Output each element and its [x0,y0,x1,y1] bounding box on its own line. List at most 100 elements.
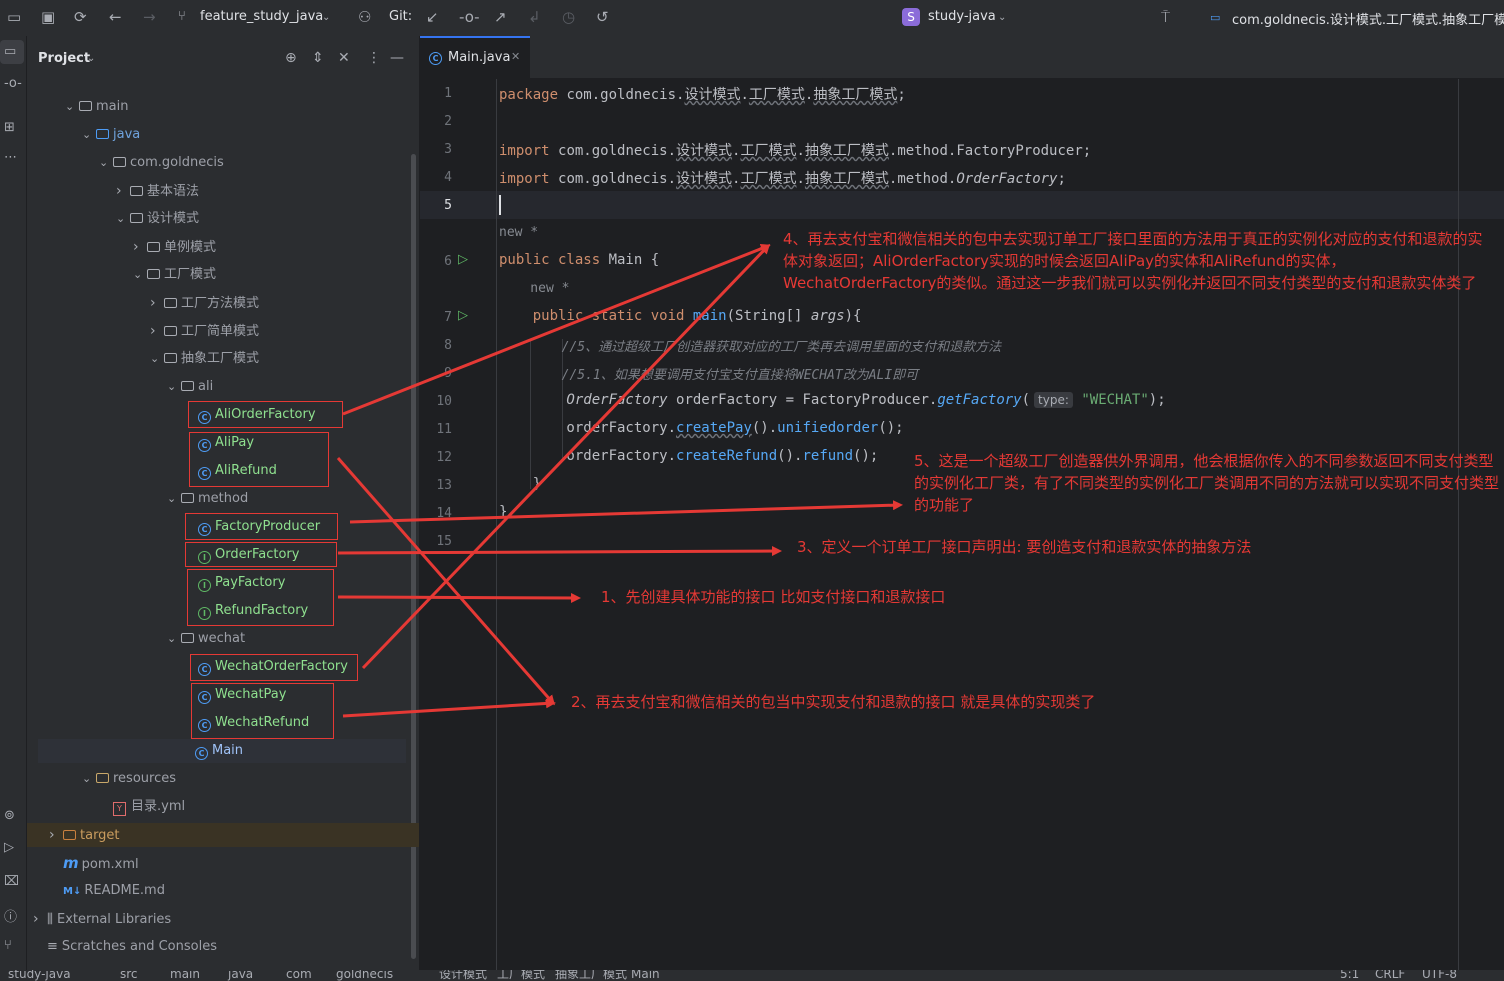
tree-item[interactable]: ⌄工厂模式 [133,263,216,287]
run-configuration[interactable]: com.goldnecis.设计模式.工厂模式.抽象工厂模 [1232,13,1504,28]
chevron-down-icon[interactable]: ⌄ [167,380,177,393]
locate-icon[interactable]: ⊕ [285,50,297,66]
structure-tool-icon[interactable]: ⊞ [4,120,15,135]
run-tool-icon[interactable]: ▷ [4,840,14,855]
tree-item[interactable]: ⌄java [82,123,140,147]
tree-item[interactable]: ›单例模式 [133,235,216,259]
tree-item[interactable]: M↓README.md [49,879,165,903]
chevron-right-icon[interactable]: › [33,911,39,927]
commit-tool-icon[interactable]: -o- [4,76,22,91]
update-icon[interactable]: ↙ [426,8,439,26]
tree-item[interactable]: ≡Scratches and Consoles [33,935,217,959]
branch-selector[interactable]: feature_study_java [200,9,324,24]
cursor-position[interactable]: 5:1 [1340,970,1360,981]
pull-icon[interactable]: ↲ [528,8,541,26]
chevron-down-icon[interactable]: ⌄ [82,772,92,785]
tree-item[interactable]: ⌄resources [82,767,176,791]
line-separator[interactable]: CRLF [1375,970,1406,981]
sync-icon[interactable]: ⟳ [74,8,87,26]
breadcrumb-item[interactable]: Main [631,970,660,981]
chevron-down-icon[interactable]: ⌄ [322,12,331,23]
chevron-down-icon[interactable]: ⌄ [116,212,126,225]
tree-item[interactable]: ⌄设计模式 [116,207,199,231]
run-gutter-icon[interactable]: ▷ [458,252,468,267]
close-icon[interactable]: ✕ [511,50,521,63]
chevron-down-icon[interactable]: ⌄ [133,268,143,281]
collapse-all-icon[interactable]: ✕ [338,50,350,66]
breadcrumb-item[interactable]: 设计模式 [439,970,488,981]
back-icon[interactable]: ← [109,8,122,26]
breadcrumb-item[interactable]: java [228,970,254,981]
chevron-right-icon[interactable]: › [150,295,156,311]
tab-main-java[interactable]: C Main.java ✕ [420,36,530,78]
chevron-down-icon[interactable]: ⌄ [65,100,75,113]
more-tools-icon[interactable]: ⋯ [4,150,17,165]
options-icon[interactable]: ⋮ [367,50,381,66]
breadcrumb-item[interactable]: 工厂模式 [497,970,546,981]
problems-icon[interactable]: ⓘ [4,910,18,925]
chevron-right-icon[interactable]: › [150,323,156,339]
services-icon[interactable]: ⊚ [4,808,15,823]
project-panel-title[interactable]: Project [38,51,91,66]
breadcrumb-item[interactable]: com [286,970,312,981]
run-gutter-icon[interactable]: ▷ [458,308,468,323]
rollback-icon[interactable]: ↺ [596,8,609,26]
chevron-right-icon[interactable]: › [49,827,55,843]
chevron-down-icon[interactable]: ⌄ [87,53,96,64]
chevron-down-icon[interactable]: ⌄ [167,632,177,645]
breadcrumb-item[interactable]: study-java [8,970,71,981]
tree-item[interactable]: ›工厂简单模式 [150,319,259,343]
tree-item[interactable]: ⌄com.goldnecis [99,151,224,175]
chevron-down-icon[interactable]: ⌄ [82,128,92,141]
commit-icon[interactable]: -o- [459,8,480,26]
add-user-icon[interactable]: ⚇ [358,8,372,26]
tree-item[interactable]: ⌄抽象工厂模式 [150,347,259,371]
git-tool-icon[interactable]: ⑂ [4,938,12,953]
tree-item[interactable]: ⌄wechat [167,627,245,651]
push-icon[interactable]: ↗ [494,8,507,26]
hide-icon[interactable]: — [390,50,404,66]
tree-item[interactable]: ›基本语法 [116,179,199,203]
chevron-down-icon[interactable]: ⌄ [167,492,177,505]
breadcrumb-item[interactable]: goldnecis [336,970,394,981]
tree-item[interactable]: ›⫼External Libraries [33,907,171,931]
chevron-right-icon[interactable]: › [133,239,139,255]
chevron-down-icon[interactable]: ⌄ [998,12,1007,23]
breadcrumb-item[interactable]: 抽象工厂模式 [555,970,628,981]
file-encoding[interactable]: UTF-8 [1422,970,1457,981]
package-icon [164,353,177,363]
chevron-right-icon[interactable]: › [116,183,122,199]
hammer-icon[interactable]: ⍑ [1161,8,1171,26]
expand-all-icon[interactable]: ⇕ [312,50,324,66]
forward-icon[interactable]: → [143,8,156,26]
tree-item[interactable]: ›工厂方法模式 [150,291,259,315]
save-icon[interactable]: ▣ [41,8,56,26]
breadcrumb-item[interactable]: src [120,970,138,981]
folder-icon[interactable]: ▭ [7,8,22,26]
project-tool-icon[interactable]: ▭ [4,44,17,59]
history-icon[interactable]: ◷ [562,8,576,26]
tree-item[interactable]: ⌄ali [167,375,213,399]
terminal-icon[interactable]: ⌧ [4,874,19,889]
chevron-down-icon[interactable]: ⌄ [150,352,160,365]
project-selector[interactable]: study-java [928,9,996,24]
tree-item[interactable]: ⌄method [167,487,248,511]
chevron-down-icon[interactable]: ⌄ [99,156,109,169]
tree-item[interactable]: ›target [27,823,419,847]
tree-item[interactable]: ⌄main [65,95,128,119]
breadcrumb-item[interactable]: main [170,970,200,981]
